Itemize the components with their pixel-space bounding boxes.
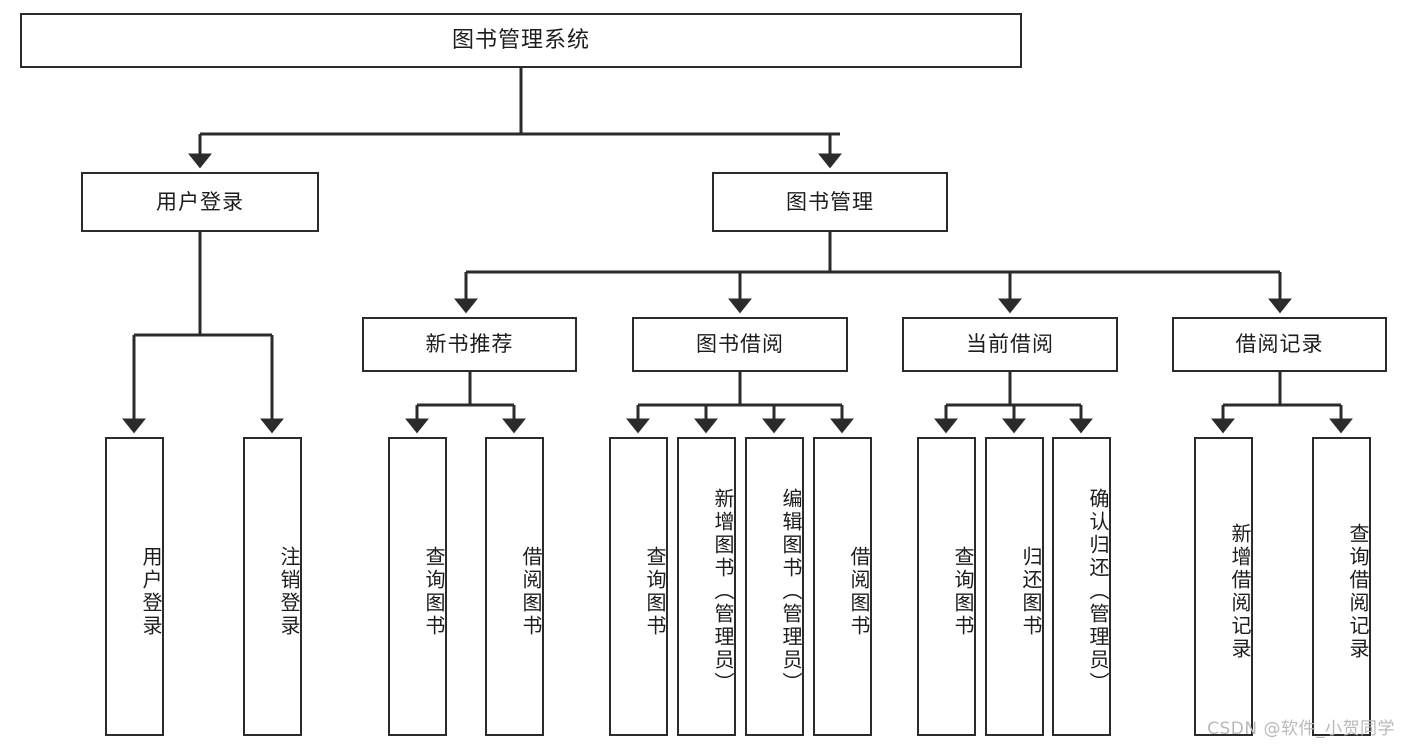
node-label: 新增借阅记录 [1228, 522, 1252, 661]
node-label: 图书管理 [786, 189, 874, 214]
node-current-borrow[interactable]: 当前借阅 [902, 317, 1118, 372]
node-label: 当前借阅 [966, 332, 1054, 357]
node-label: 图书借阅 [696, 332, 784, 357]
node-label: 归还图书 [1019, 545, 1043, 638]
node-label: 查询图书 [422, 545, 446, 638]
leaf-current-borrow-query[interactable]: 查询图书 [917, 437, 976, 736]
leaf-user-login-logout[interactable]: 注销登录 [243, 437, 302, 736]
node-label: 查询图书 [643, 545, 667, 638]
leaf-current-borrow-return[interactable]: 归还图书 [985, 437, 1044, 736]
leaf-current-borrow-confirm-admin[interactable]: 确认归还（管理员） [1052, 437, 1111, 736]
node-label: 用户登录 [139, 545, 163, 638]
node-label: 编辑图书（管理员） [779, 488, 803, 695]
node-borrow-record[interactable]: 借阅记录 [1172, 317, 1387, 372]
node-label: 查询借阅记录 [1346, 522, 1370, 661]
node-book-borrow[interactable]: 图书借阅 [632, 317, 848, 372]
node-label: 确认归还（管理员） [1086, 488, 1110, 695]
leaf-new-book-query[interactable]: 查询图书 [388, 437, 447, 736]
leaf-borrow-record-add[interactable]: 新增借阅记录 [1194, 437, 1253, 736]
node-user-login[interactable]: 用户登录 [81, 172, 319, 232]
node-label: 用户登录 [156, 189, 244, 214]
leaf-book-borrow-query[interactable]: 查询图书 [609, 437, 668, 736]
leaf-user-login-login[interactable]: 用户登录 [105, 437, 164, 736]
node-label: 新书推荐 [425, 332, 514, 357]
leaf-book-borrow-borrow[interactable]: 借阅图书 [813, 437, 872, 736]
leaf-new-book-borrow[interactable]: 借阅图书 [485, 437, 544, 736]
node-label: 注销登录 [277, 545, 301, 638]
leaf-borrow-record-query[interactable]: 查询借阅记录 [1312, 437, 1371, 736]
node-root-book-management-system[interactable]: 图书管理系统 [20, 13, 1022, 68]
leaf-book-borrow-add-admin[interactable]: 新增图书（管理员） [677, 437, 736, 736]
node-label: 查询图书 [951, 545, 975, 638]
node-book-management[interactable]: 图书管理 [712, 172, 948, 232]
node-new-book-recommend[interactable]: 新书推荐 [362, 317, 577, 372]
leaf-book-borrow-edit-admin[interactable]: 编辑图书（管理员） [745, 437, 804, 736]
node-label: 图书管理系统 [451, 27, 590, 53]
node-label: 借阅图书 [519, 545, 543, 638]
node-label: 新增图书（管理员） [711, 488, 735, 695]
node-label: 借阅记录 [1235, 332, 1324, 357]
node-label: 借阅图书 [847, 545, 871, 638]
